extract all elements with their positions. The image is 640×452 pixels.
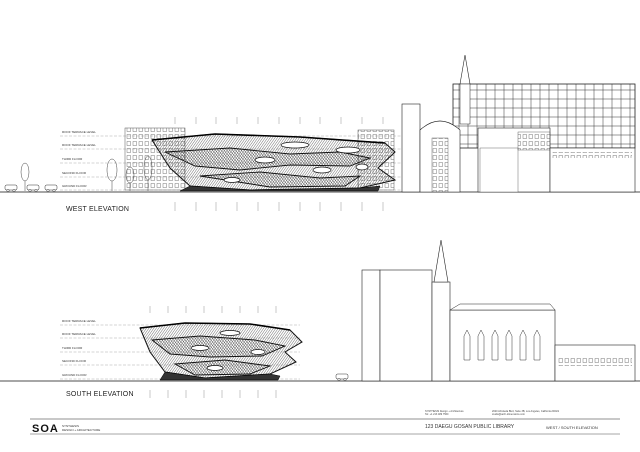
firm-logo-subtitle: SYNTHESIS DESIGN + ARCHITECTURE bbox=[62, 424, 100, 432]
west-level-label: SECOND FLOOR bbox=[62, 171, 87, 175]
west-elevation-title: WEST ELEVATION bbox=[66, 206, 130, 213]
south-library-volume bbox=[139, 322, 303, 381]
south-level-label: ROOF TERRACE LEVEL bbox=[62, 319, 96, 323]
south-level-label: THIRD FLOOR bbox=[62, 346, 83, 350]
south-level-label: SECOND FLOOR bbox=[62, 359, 87, 363]
west-level-label: THIRD FLOOR bbox=[62, 157, 83, 161]
logo-sub-line: SYNTHESIS bbox=[62, 424, 80, 428]
west-elevation-drawing bbox=[0, 54, 640, 211]
logo-sub-line: DESIGN + ARCHITECTURE bbox=[62, 428, 101, 432]
west-level-label: GROUND FLOOR bbox=[62, 184, 87, 188]
firm-contact: SYNTHESIS Design + Architecture Tel: +1 … bbox=[425, 410, 464, 416]
south-elevation-title: SOUTH ELEVATION bbox=[66, 391, 134, 398]
address-line: 2020 Arboleda Blvd, Suite 3B, Los Angele… bbox=[492, 410, 560, 413]
south-cars bbox=[335, 373, 349, 381]
project-title: 123 DAEGU GOSAN PUBLIC LIBRARY bbox=[425, 424, 515, 430]
west-neighbour-buildings bbox=[401, 54, 636, 193]
firm-logo: SOA bbox=[32, 423, 59, 435]
west-library-volume bbox=[151, 133, 397, 192]
firm-address: 2020 Arboleda Blvd, Suite 3B, Los Angele… bbox=[492, 410, 559, 416]
west-level-label: ROOF TERRACE LEVEL bbox=[62, 143, 96, 147]
south-neighbour-buildings bbox=[361, 239, 636, 382]
address-email: studio@arch-dimensions.com bbox=[492, 413, 525, 416]
firm-phone: Tel: +1 213 489 7560 bbox=[425, 413, 449, 416]
south-level-label: ROOF TERRACE LEVEL bbox=[62, 332, 96, 336]
south-elevation-drawing bbox=[0, 239, 640, 398]
sheet-title: WEST / SOUTH ELEVATION bbox=[546, 425, 598, 430]
west-level-label: ROOF TERRACE LEVEL bbox=[62, 130, 96, 134]
firm-name: SYNTHESIS Design + Architecture bbox=[425, 410, 464, 413]
south-level-label: GROUND FLOOR bbox=[62, 373, 87, 377]
west-trees bbox=[20, 155, 153, 191]
west-cars bbox=[4, 184, 58, 192]
